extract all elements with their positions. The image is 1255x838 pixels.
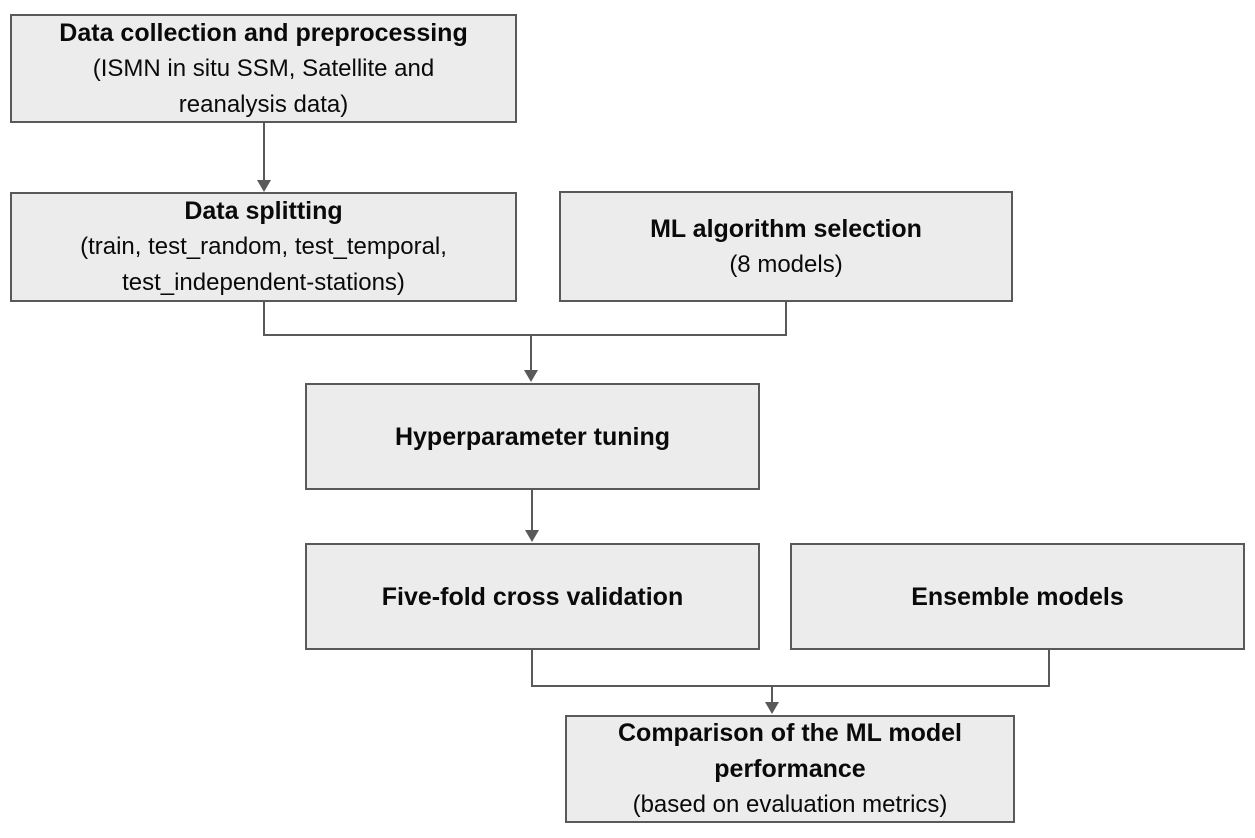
data-collection-box: Data collection and preprocessing (ISMN … bbox=[10, 14, 517, 123]
hyperparameter-tuning-box: Hyperparameter tuning bbox=[305, 383, 760, 490]
comparison-title: Comparison of the ML model performance bbox=[618, 719, 962, 783]
ensemble-models-box: Ensemble models bbox=[790, 543, 1245, 650]
ml-algorithm-selection-subtitle: (8 models) bbox=[729, 250, 843, 278]
ensemble-models-title: Ensemble models bbox=[911, 582, 1124, 611]
merge-connector-crossvalidation-ensemble bbox=[531, 649, 1050, 714]
merge-connector-splitting-mlselection bbox=[263, 301, 787, 382]
hyperparameter-tuning-title: Hyperparameter tuning bbox=[394, 422, 671, 451]
ml-algorithm-selection-title: ML algorithm selection bbox=[650, 214, 922, 243]
data-collection-subtitle: (ISMN in situ SSM, Satellite and reanaly… bbox=[92, 54, 435, 118]
arrow-down-tuning-to-crossvalidation bbox=[525, 490, 539, 542]
arrow-down-collection-to-splitting bbox=[257, 123, 271, 192]
data-splitting-box: Data splitting (train, test_random, test… bbox=[10, 192, 517, 302]
data-collection-title: Data collection and preprocessing bbox=[59, 18, 468, 47]
five-fold-cross-validation-title: Five-fold cross validation bbox=[381, 582, 684, 611]
five-fold-cross-validation-box: Five-fold cross validation bbox=[305, 543, 760, 650]
ml-algorithm-selection-box: ML algorithm selection (8 models) bbox=[559, 191, 1013, 302]
comparison-box: Comparison of the ML model performance (… bbox=[565, 715, 1015, 823]
comparison-subtitle: (based on evaluation metrics) bbox=[632, 791, 948, 818]
data-splitting-subtitle: (train, test_random, test_temporal, test… bbox=[80, 233, 447, 296]
data-splitting-title: Data splitting bbox=[184, 197, 343, 225]
